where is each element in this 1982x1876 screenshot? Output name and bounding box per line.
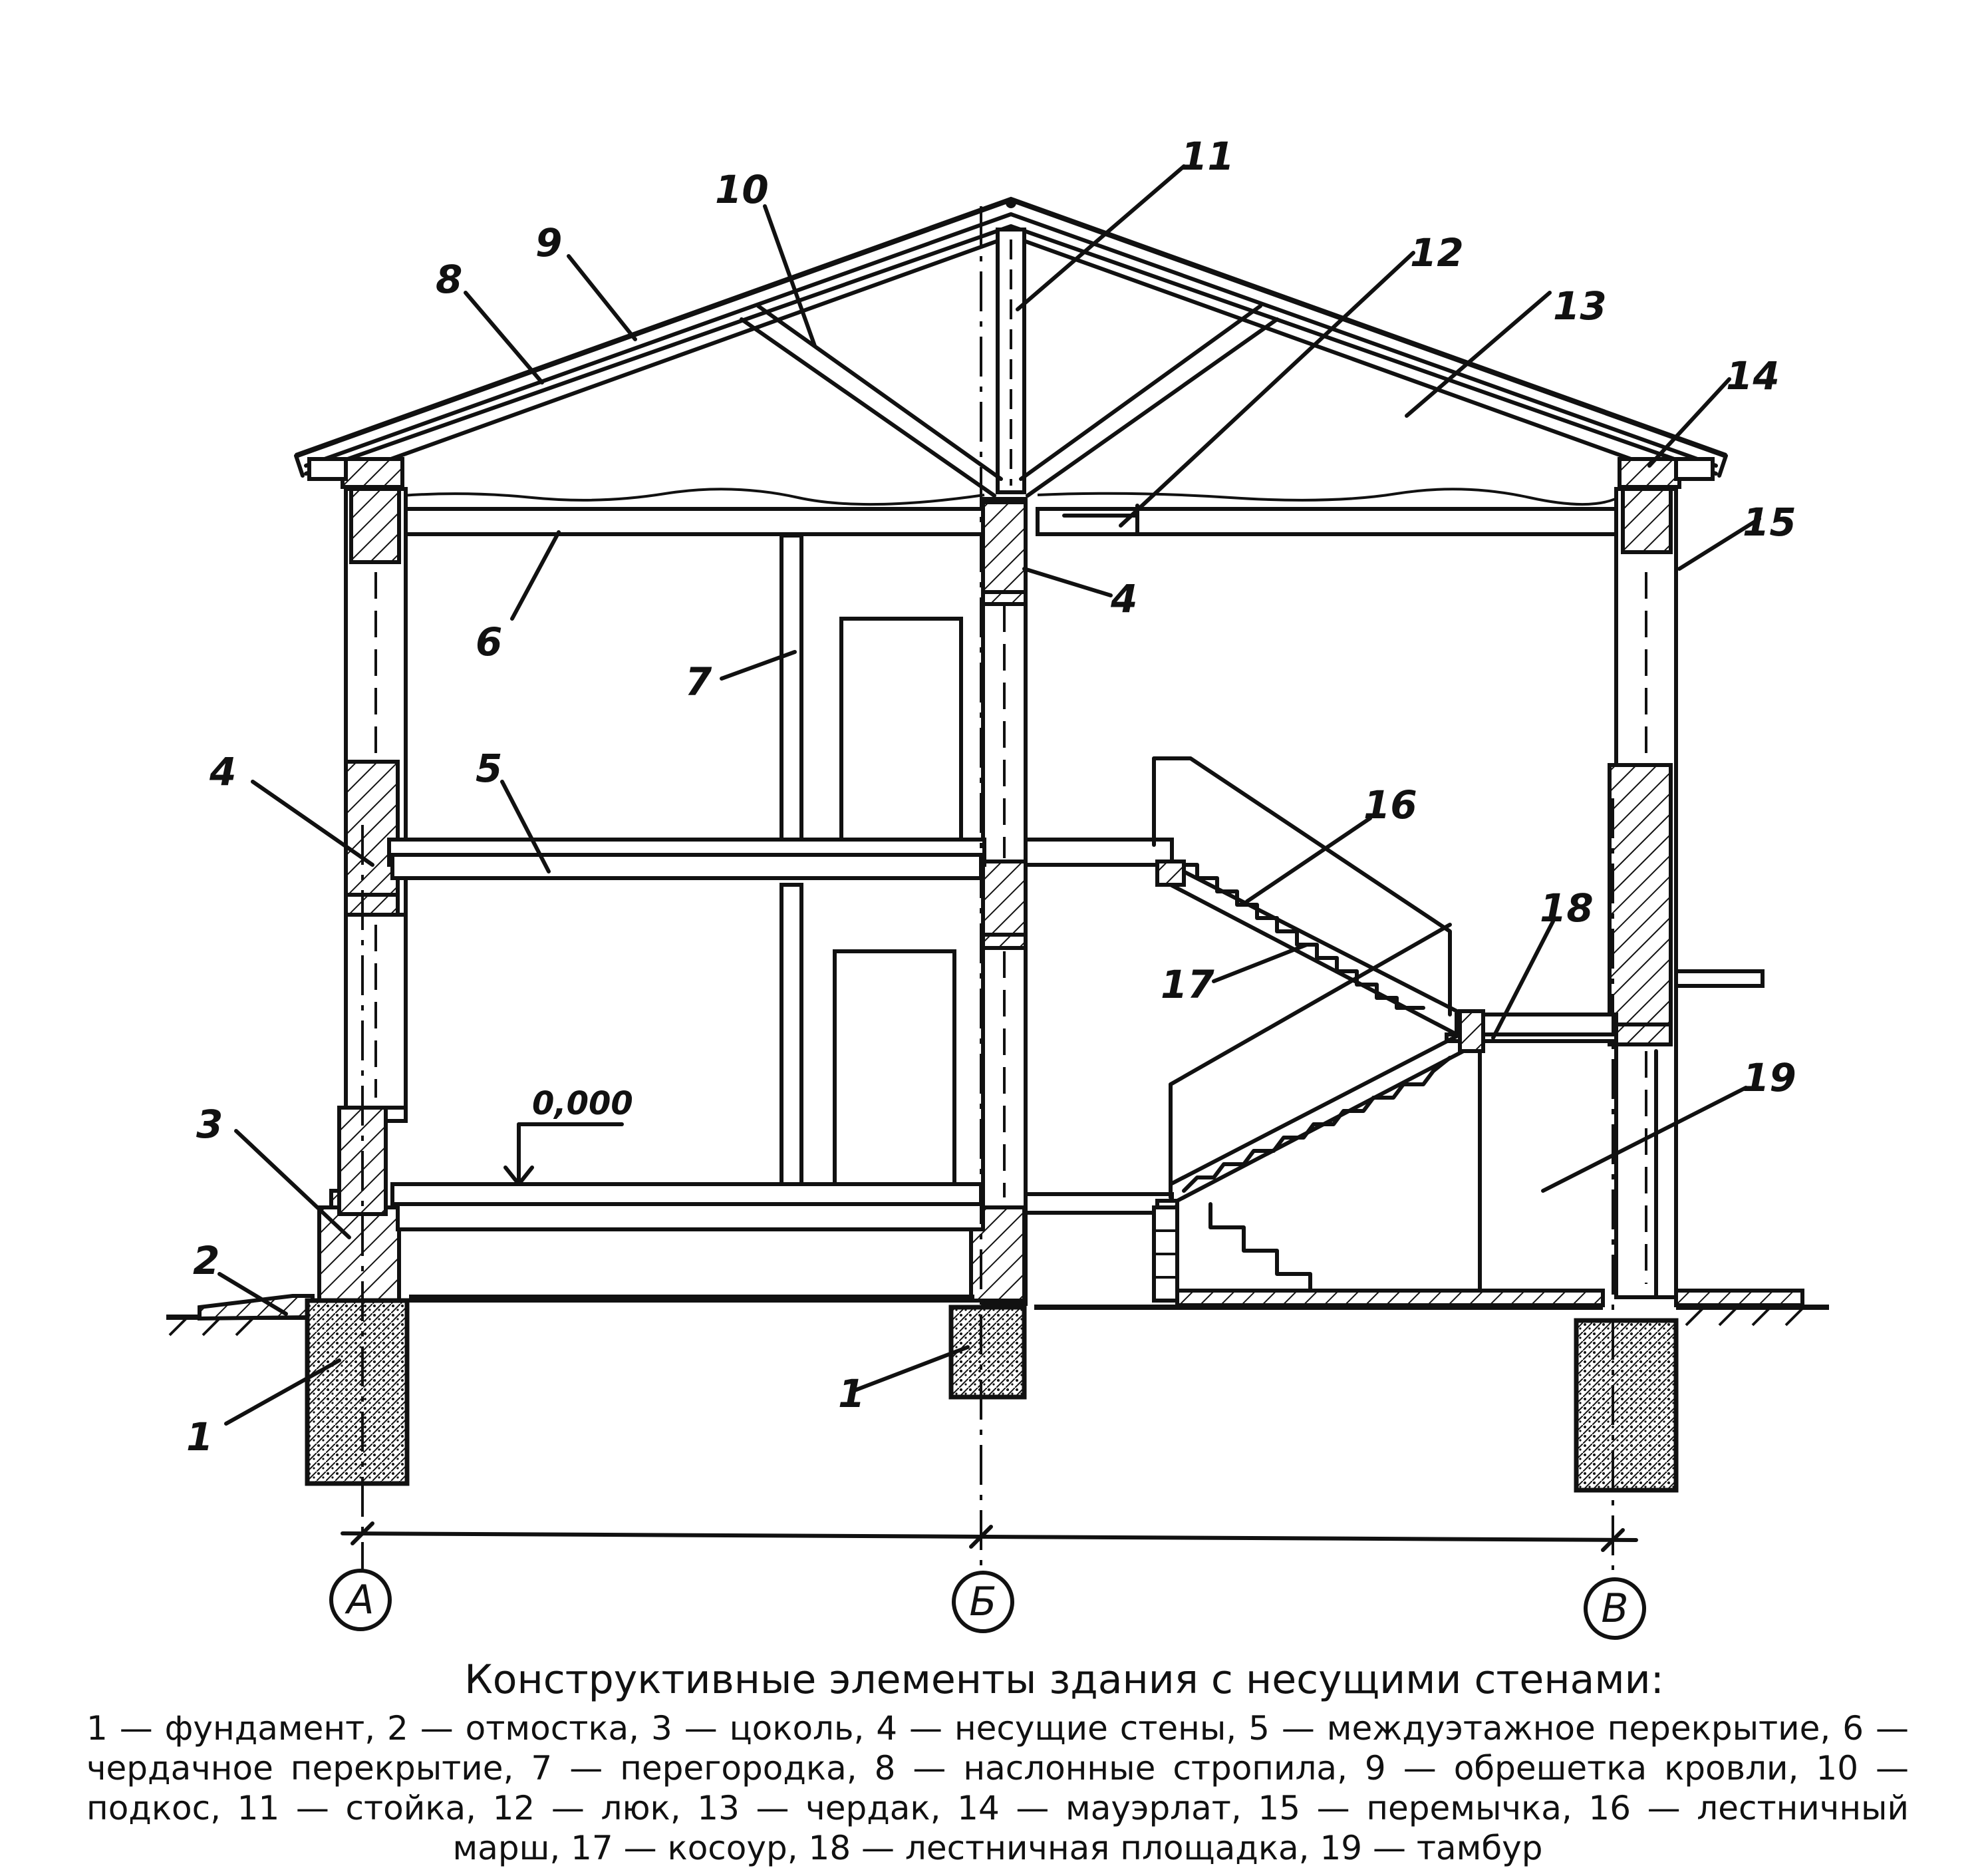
caption-title: Конструктивные элементы здания с несущим… xyxy=(464,1656,1664,1703)
callout-18: 18 xyxy=(1540,885,1594,931)
callout-17: 17 xyxy=(1161,962,1214,1007)
callout-2: 2 xyxy=(193,1238,219,1283)
axis-c-marker xyxy=(1584,1577,1646,1640)
callout-4-center: 4 xyxy=(1110,576,1137,621)
ground-foundations xyxy=(166,1289,1829,1493)
callout-10: 10 xyxy=(715,167,769,212)
axis-b-marker xyxy=(952,1571,1014,1633)
callout-15: 15 xyxy=(1743,500,1796,545)
callout-19: 19 xyxy=(1743,1055,1796,1100)
caption-legend: 1 — фундамент, 2 — отмостка, 3 — цоколь,… xyxy=(86,1709,1909,1867)
axis-b-label: Б xyxy=(969,1579,996,1625)
callout-14: 14 xyxy=(1726,353,1780,398)
callout-16: 16 xyxy=(1363,782,1417,828)
callout-5: 5 xyxy=(476,746,502,791)
callout-7: 7 xyxy=(685,659,712,704)
grid-axes: А Б В xyxy=(329,206,1646,1640)
roof xyxy=(294,196,1728,506)
callout-12: 12 xyxy=(1410,230,1464,275)
axis-c-label: В xyxy=(1601,1585,1628,1632)
callout-13: 13 xyxy=(1553,283,1607,329)
callout-3: 3 xyxy=(196,1102,223,1147)
callout-1-left: 1 xyxy=(186,1414,213,1460)
callout-8: 8 xyxy=(436,257,462,302)
leader-lines xyxy=(217,164,1761,1426)
callout-4-left: 4 xyxy=(209,749,236,794)
callout-numbers: 1 1 2 3 4 4 5 6 7 8 9 10 11 12 13 14 15 … xyxy=(186,134,1796,1460)
callout-11: 11 xyxy=(1181,134,1234,179)
stairs xyxy=(1152,756,1485,1303)
elevation-mark: 0,000 xyxy=(503,1085,633,1186)
walls xyxy=(317,487,1765,1306)
axis-a-label: А xyxy=(344,1577,374,1623)
callout-6: 6 xyxy=(476,619,502,665)
figure-caption: Конструктивные элементы здания с несущим… xyxy=(73,1656,1922,1868)
axis-a-marker xyxy=(329,1569,392,1631)
floors xyxy=(387,838,1618,1303)
callout-1-center: 1 xyxy=(838,1371,865,1416)
elevation-label: 0,000 xyxy=(532,1085,633,1122)
callout-9: 9 xyxy=(535,220,562,265)
